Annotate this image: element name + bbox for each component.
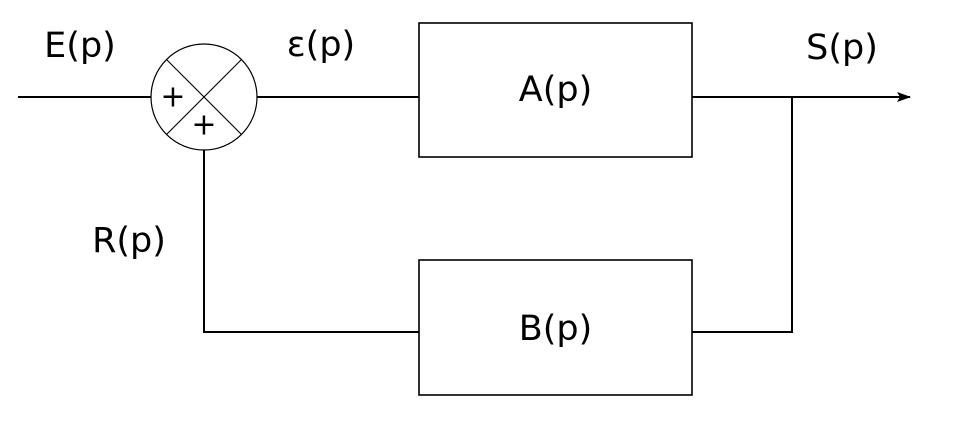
feedback-return-wire	[203, 150, 419, 333]
feedback-block-box	[418, 259, 693, 396]
summing-junction-cross-b	[166, 59, 242, 135]
forward-block-box	[418, 22, 693, 158]
error-signal-label: ε(p)	[287, 25, 355, 65]
forward-block: A(p)	[418, 22, 693, 158]
input-signal-label: E(p)	[44, 26, 116, 66]
bottom-plus-sign: +	[191, 108, 216, 143]
feedback-signal-label: R(p)	[92, 221, 166, 261]
left-plus-sign: +	[160, 80, 185, 115]
forward-block-label: A(p)	[519, 70, 592, 110]
feedback-block-label: B(p)	[519, 309, 593, 349]
output-signal-label: S(p)	[806, 28, 878, 68]
feedback-block: B(p)	[418, 259, 693, 396]
summing-junction: + +	[150, 43, 258, 151]
feedback-takeoff-wire	[692, 97, 793, 333]
